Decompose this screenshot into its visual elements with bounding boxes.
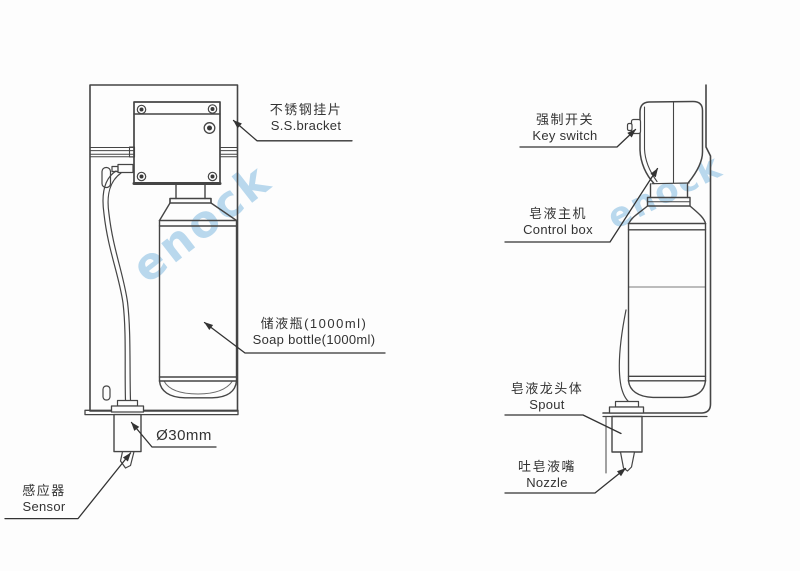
label-spout-en: Spout	[529, 397, 565, 412]
plate-bottom-bar	[84, 409, 239, 416]
spout-body	[113, 413, 142, 453]
label-nozzle-zh: 吐皂液嘴	[517, 459, 576, 474]
label-key-switch-zh: 强制开关	[535, 112, 594, 127]
label-spout: 皂液龙头体 Spout	[503, 381, 591, 413]
leader-soap-bottle	[203, 321, 386, 354]
leader-lines	[4, 119, 659, 520]
soap-tube	[102, 170, 132, 402]
bottle-neck	[175, 183, 206, 200]
control-box-front	[128, 101, 222, 185]
soap-bottle-side	[627, 183, 707, 399]
leader-key-switch	[519, 128, 637, 148]
label-diameter: Ø30mm	[156, 427, 212, 444]
label-bracket: 不锈钢挂片 S.S.bracket	[258, 102, 354, 134]
leader-diameter	[130, 421, 217, 448]
label-nozzle-en: Nozzle	[526, 475, 568, 490]
label-sensor-en: Sensor	[22, 499, 66, 514]
spout-front	[110, 399, 145, 469]
label-soap-bottle-en: Soap bottle(1000ml)	[252, 332, 376, 347]
tube-connector	[101, 163, 134, 189]
label-soap-bottle: 储液瓶(1000ml) Soap bottle(1000ml)	[243, 316, 385, 348]
bottle-body	[158, 219, 238, 382]
side-view	[602, 84, 712, 474]
label-bracket-zh: 不锈钢挂片	[269, 102, 343, 117]
label-nozzle: 吐皂液嘴 Nozzle	[503, 459, 591, 491]
back-plate	[84, 84, 239, 416]
label-control-box-zh: 皂液主机	[528, 206, 587, 221]
label-soap-bottle-zh: 储液瓶(1000ml)	[260, 316, 368, 331]
leader-nozzle	[504, 467, 627, 494]
label-control-box: 皂液主机 Control box	[514, 206, 602, 238]
leader-bracket	[232, 119, 353, 142]
front-view	[84, 84, 239, 469]
leader-control-box	[504, 167, 659, 243]
label-spout-zh: 皂液龙头体	[510, 381, 584, 396]
soap-bottle-front	[158, 183, 238, 399]
label-key-switch: 强制开关 Key switch	[523, 112, 607, 144]
label-sensor-zh: 感应器	[22, 483, 66, 498]
nozzle-tip	[619, 451, 636, 472]
leader-spout	[504, 414, 622, 435]
key-switch	[626, 118, 642, 135]
bottle-shoulder	[158, 202, 238, 222]
leader-sensor	[4, 452, 132, 520]
bottle-cap-ring	[169, 197, 212, 204]
spout-side	[608, 400, 645, 472]
screws	[136, 104, 218, 182]
plate-slot	[102, 385, 111, 401]
spout-body-side	[611, 415, 643, 453]
soap-tube-side	[618, 309, 631, 404]
indicator-ring	[203, 122, 216, 134]
control-box-side	[626, 100, 704, 185]
label-sensor: 感应器 Sensor	[8, 483, 80, 515]
label-bracket-en: S.S.bracket	[270, 118, 342, 133]
label-control-box-en: Control box	[523, 222, 593, 237]
label-key-switch-en: Key switch	[532, 128, 598, 143]
